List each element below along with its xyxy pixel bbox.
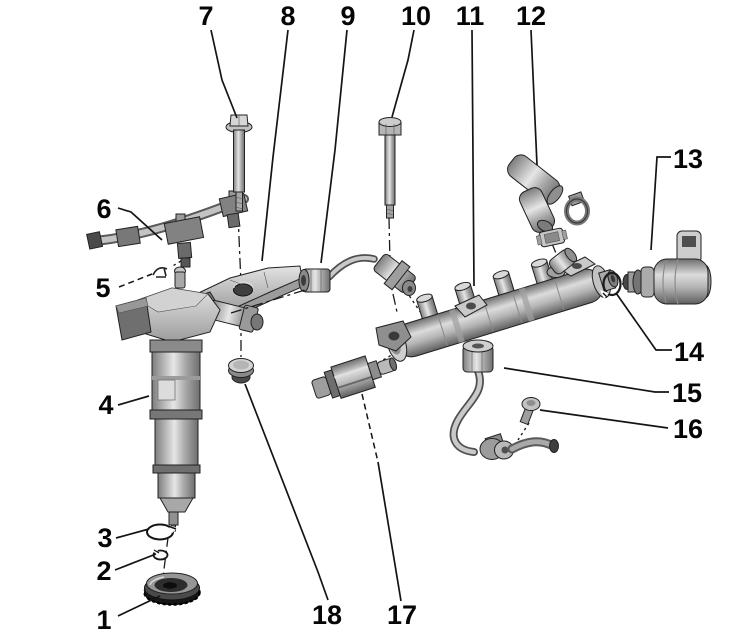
part-valve-o-ring [600, 271, 622, 299]
leader-1 [117, 595, 161, 617]
callout-15: 15 [672, 378, 702, 408]
axis-sensor-rail [372, 352, 396, 367]
axis-pipe9-railport [405, 290, 422, 314]
part-injector-pressure-pipe [298, 253, 416, 296]
leader-15 [503, 367, 669, 393]
callout-1: 1 [96, 605, 111, 634]
leader-4 [117, 395, 150, 406]
part-bracket-bolt [519, 397, 541, 426]
leader-5 [118, 273, 153, 288]
callout-9: 9 [340, 1, 355, 31]
axis-injector-pipe9 [230, 289, 306, 314]
axis-bolt10-lower [392, 293, 398, 313]
part-sealing-plug [228, 358, 254, 384]
part-fuel-injector [115, 266, 264, 532]
part-sealing-washer [146, 523, 178, 541]
callout-10: 10 [401, 1, 431, 31]
part-fuel-pressure-sensor [311, 355, 398, 400]
hose-clip [535, 227, 568, 248]
axis-bolt10-upper [388, 217, 391, 264]
leader-8 [261, 29, 289, 262]
leader-3 [115, 528, 150, 539]
part-o-ring-small [152, 549, 169, 561]
callout-14: 14 [674, 337, 704, 367]
callout-2: 2 [96, 556, 111, 586]
part-return-elbow-connector [507, 154, 564, 233]
leader-13 [650, 156, 671, 251]
leader-lines [114, 29, 672, 617]
leader-11 [471, 29, 475, 287]
part-rail-mounting-bolt [378, 117, 402, 219]
callout-17: 17 [387, 600, 417, 630]
callout-3: 3 [97, 523, 112, 553]
callout-12: 12 [516, 1, 546, 31]
part-clamp-bolt [225, 114, 253, 212]
callout-4: 4 [98, 390, 113, 420]
leader-18 [244, 383, 329, 601]
callout-5: 5 [95, 273, 110, 303]
leader-16 [539, 409, 669, 429]
return-port-stub [546, 247, 578, 278]
leader-6 [117, 207, 163, 241]
ear-clamp [564, 191, 590, 226]
part-retaining-clip [152, 267, 168, 278]
callout-labels: 1 2 3 4 5 6 7 8 9 10 11 12 13 14 15 16 1… [95, 1, 704, 634]
leader-12 [530, 29, 538, 166]
leader-7 [210, 29, 238, 119]
part-fuel-return-line [86, 190, 249, 268]
leader-9 [320, 29, 348, 264]
callout-13: 13 [673, 144, 703, 174]
callout-11: 11 [456, 1, 485, 31]
callout-6: 6 [96, 194, 111, 224]
callout-18: 18 [312, 600, 342, 630]
leader-2 [114, 553, 157, 571]
leader-10 [391, 29, 415, 118]
leader-14 [615, 292, 672, 351]
callout-8: 8 [280, 1, 295, 31]
callout-7: 7 [198, 1, 213, 31]
part-fuel-rail [375, 256, 619, 362]
callout-16: 16 [673, 414, 703, 444]
leader-17-lower [377, 461, 402, 602]
leader-17-upper [361, 393, 379, 463]
part-high-pressure-pipe [449, 339, 559, 460]
part-heat-shield-seal [143, 572, 201, 606]
part-pressure-regulating-valve [622, 230, 712, 305]
